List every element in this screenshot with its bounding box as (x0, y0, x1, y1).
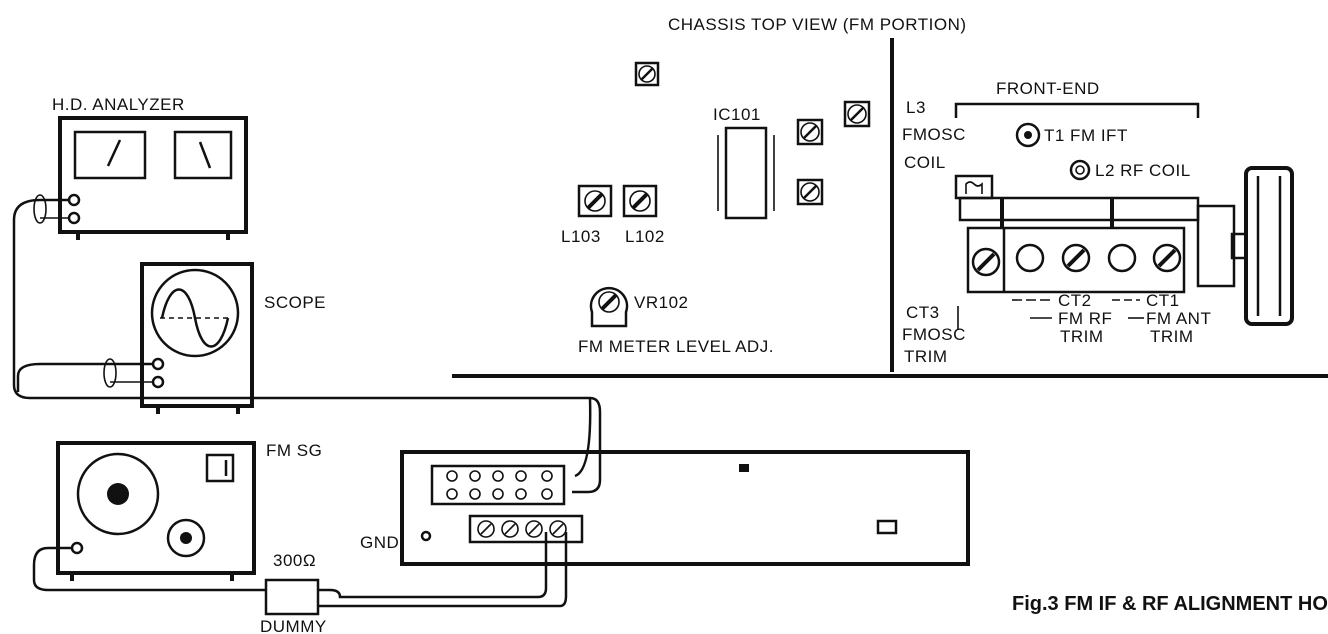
scope-jack-1 (151, 357, 165, 371)
figure-caption: Fig.3 FM IF & RF ALIGNMENT HOOK-UP (1012, 593, 1328, 615)
drive-shaft (1196, 204, 1236, 288)
trimmer-right-2 (796, 118, 824, 146)
ct2-trim-label: TRIM (1060, 327, 1104, 346)
l103-coil (577, 184, 613, 218)
scope-jack-2 (151, 375, 165, 389)
l3-coil-label: COIL (904, 153, 946, 172)
vr102-pot (589, 286, 629, 328)
scope-label: SCOPE (264, 293, 326, 312)
l102-coil (622, 184, 658, 218)
ct2-trimmer (1061, 243, 1091, 273)
scope: SCOPE (140, 262, 326, 414)
output-terminal-block (430, 464, 566, 506)
antenna-terminals (477, 520, 567, 538)
antenna-terminal-block (468, 514, 584, 544)
trimmer-hole-1 (1015, 243, 1045, 273)
fm-sg-dial-knob (107, 483, 129, 505)
gang-top-rail (958, 196, 1200, 222)
fm-signal-generator: FM SG (56, 441, 322, 581)
ct3-fmosc-label: FMOSC (902, 325, 966, 344)
cables (12, 194, 602, 608)
hd-meter-left (73, 130, 147, 180)
fm-sg-case (56, 441, 256, 575)
ct3-trim-label: TRIM (904, 347, 948, 366)
scope-screen (150, 268, 240, 358)
dummy-box (264, 578, 320, 616)
scope-case (140, 262, 254, 408)
ic101-label: IC101 (713, 105, 761, 124)
front-end-bracket (954, 102, 1200, 118)
l3-fmosc-label: FMOSC (902, 125, 966, 144)
t1-ift-icon (1015, 122, 1041, 148)
front-end-title: FRONT-END (996, 79, 1100, 98)
trimmer-right-1 (843, 100, 871, 128)
l3-label: L3 (906, 98, 926, 117)
ct2-fmrf-label: FM RF (1058, 309, 1112, 328)
dial-pulley (1244, 166, 1294, 326)
fm-sg-knob (166, 518, 206, 558)
vr102-label: VR102 (634, 293, 688, 312)
fm-sg-output-jack (70, 541, 84, 555)
ct2-label: CT2 (1058, 291, 1092, 310)
ct1-trimmer (1152, 243, 1182, 273)
hd-input-jack-2 (67, 211, 81, 225)
hd-analyzer-label: H.D. ANALYZER (52, 95, 185, 114)
fm-sg-meter (205, 453, 235, 483)
hd-input-jack-1 (67, 193, 81, 207)
ct3-label: CT3 (906, 303, 940, 322)
gnd-terminal (420, 530, 432, 542)
dummy-value: 300Ω (273, 551, 316, 570)
hd-analyzer: H.D. ANALYZER (52, 95, 248, 240)
front-end: FRONT-END L3 FMOSC COIL T1 FM IFT L2 RF … (902, 79, 1294, 366)
t1-label: T1 FM IFT (1044, 126, 1128, 145)
sine-wave-icon (160, 288, 230, 348)
dummy-resistor: 300Ω DUMMY (260, 551, 327, 634)
fm-sg-dial (76, 452, 160, 536)
hd-analyzer-case (58, 116, 248, 234)
ic101-chip (724, 126, 768, 220)
trimmer-hole-2 (1107, 243, 1137, 273)
dummy-label: DUMMY (260, 617, 327, 634)
l2-coil-icon (1069, 159, 1091, 181)
meter-adj-label: FM METER LEVEL ADJ. (578, 337, 774, 356)
output-terminals (446, 470, 553, 500)
ct1-trim-label: TRIM (1150, 327, 1194, 346)
gnd-label: GND (360, 533, 399, 552)
l3-coil-block (954, 174, 994, 200)
receiver-rear-panel: GND (360, 450, 970, 566)
chassis-board: IC101 L103 L102 VR102 FM METER LEVEL ADJ… (561, 61, 871, 356)
fm-sg-label: FM SG (266, 441, 322, 460)
trimmer-top (634, 61, 660, 87)
l2-label: L2 RF COIL (1095, 161, 1191, 180)
hd-meter-right (173, 130, 233, 180)
l103-label: L103 (561, 227, 601, 246)
trimmer-right-3 (796, 178, 824, 206)
ct3-trimmer (971, 247, 1001, 277)
rear-panel (400, 450, 970, 566)
panel-switch-icon (739, 464, 749, 472)
panel-outlet-icon (876, 519, 898, 535)
ct1-label: CT1 (1146, 291, 1180, 310)
l102-label: L102 (625, 227, 665, 246)
trimmer-block (966, 226, 1186, 294)
chassis-title: CHASSIS TOP VIEW (FM PORTION) (668, 15, 967, 34)
ct1-fmant-label: FM ANT (1146, 309, 1211, 328)
